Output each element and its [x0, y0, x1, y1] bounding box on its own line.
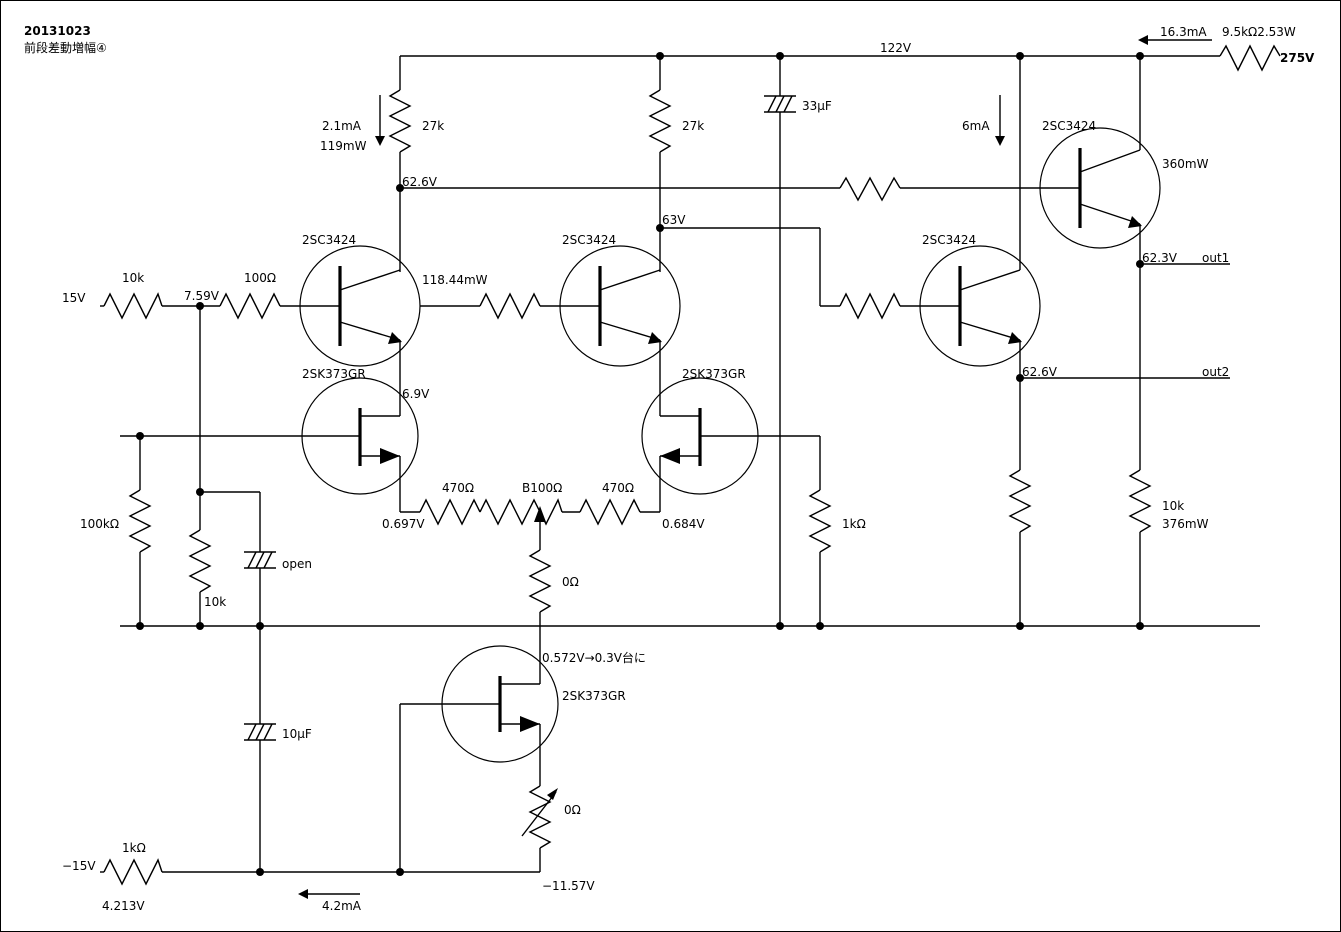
- label-11-57v: −11.57V: [542, 879, 595, 893]
- label-1k-j2: 1kΩ: [842, 517, 866, 531]
- label-open: open: [282, 557, 312, 571]
- label-376mw: 376mW: [1162, 517, 1209, 531]
- label-minus15v: −15V: [62, 859, 96, 873]
- label-62-6v-a: 62.6V: [402, 175, 438, 189]
- label-0ohm-b: 0Ω: [564, 803, 581, 817]
- label-100k: 100kΩ: [80, 517, 119, 531]
- label-q2-type: 2SC3424: [562, 233, 616, 247]
- label-16-3ma: 16.3mA: [1160, 25, 1207, 39]
- resistor-470-left: [400, 498, 481, 526]
- label-100ohm: 100Ω: [244, 271, 276, 285]
- label-7-59v: 7.59V: [184, 289, 220, 303]
- transistor-q4: [1039, 56, 1230, 470]
- label-4-2ma: 4.2mA: [322, 899, 362, 913]
- wire-63v-to-q3: [660, 227, 960, 320]
- capacitor-10uf: [244, 626, 276, 872]
- rail-minus15v: [100, 858, 540, 886]
- label-33uf: 33μF: [802, 99, 832, 113]
- jfet-j2: [641, 377, 820, 512]
- label-10k-input: 10k: [122, 271, 144, 285]
- current-arrow-16-3ma: [1138, 35, 1212, 45]
- label-119mw: 119mW: [320, 139, 367, 153]
- resistor-470-right: [562, 498, 660, 526]
- label-360mw: 360mW: [1162, 157, 1209, 171]
- rail-122v: [400, 52, 1220, 60]
- label-4-213v: 4.213V: [102, 899, 145, 913]
- label-q1-type: 2SC3424: [302, 233, 356, 247]
- label-10k-q4: 10k: [1162, 499, 1184, 513]
- label-q1-power: 118.44mW: [422, 273, 488, 287]
- resistor-10k-q4: [1128, 469, 1152, 626]
- resistor-100k: [128, 436, 152, 626]
- resistor-10k-input: [100, 292, 220, 320]
- resistor-q1-q2-link: [420, 292, 600, 320]
- capacitor-open: [200, 491, 276, 626]
- resistor-27k-left: [388, 56, 412, 272]
- label-6-9v: 6.9V: [402, 387, 430, 401]
- label-0-697v: 0.697V: [382, 517, 425, 531]
- label-q4-type: 2SC3424: [1042, 119, 1096, 133]
- resistor-27k-right: [648, 56, 672, 272]
- transistor-q2: [559, 245, 681, 400]
- label-0-572v: 0.572V→0.3V台に: [542, 650, 646, 665]
- label-62-6v-b: 62.6V: [1022, 365, 1058, 379]
- label-q3-type: 2SC3424: [922, 233, 976, 247]
- label-10k-bias: 10k: [204, 595, 226, 609]
- label-275v: 275V: [1280, 51, 1315, 65]
- label-27k-left: 27k: [422, 119, 444, 133]
- current-arrow-4-2ma: [298, 889, 360, 899]
- label-out1: out1: [1202, 251, 1229, 265]
- label-470-left: 470Ω: [442, 481, 474, 495]
- ground-rail: [120, 622, 1260, 630]
- label-6ma: 6mA: [962, 119, 990, 133]
- resistor-q3-emitter: [1008, 469, 1032, 626]
- label-27k-right: 27k: [682, 119, 704, 133]
- resistor-0ohm-a: [528, 549, 552, 676]
- label-1k-minus: 1kΩ: [122, 841, 146, 855]
- resistor-1k-j2: [808, 436, 832, 626]
- diagram-title: 20131023: [24, 24, 91, 38]
- current-arrow-2-1ma: [375, 95, 385, 146]
- label-out2: out2: [1202, 365, 1229, 379]
- capacitor-33uf: [764, 56, 796, 626]
- label-2-1ma: 2.1mA: [322, 119, 362, 133]
- pot-b100: [479, 498, 563, 550]
- label-122v: 122V: [880, 41, 912, 55]
- label-62-3v: 62.3V: [1142, 251, 1178, 265]
- jfet-j3: [399, 645, 559, 872]
- label-b100: B100Ω: [522, 481, 562, 495]
- resistor-9k5: [1219, 44, 1281, 72]
- diagram-subtitle: 前段差動増幅④: [24, 40, 107, 55]
- jfet-j1: [120, 377, 419, 512]
- label-63v: 63V: [662, 213, 686, 227]
- label-j1-type: 2SK373GR: [302, 367, 366, 381]
- label-470-right: 470Ω: [602, 481, 634, 495]
- label-j3-type: 2SK373GR: [562, 689, 626, 703]
- transistor-q3: [919, 56, 1230, 470]
- label-0-684v: 0.684V: [662, 517, 705, 531]
- label-15v: 15V: [62, 291, 86, 305]
- wire-to-q4-base: [400, 176, 1080, 202]
- resistor-100ohm: [219, 292, 340, 320]
- resistor-10k-bias: [188, 306, 212, 626]
- label-9k5-2-53w: 9.5kΩ2.53W: [1222, 25, 1296, 39]
- label-0ohm-a: 0Ω: [562, 575, 579, 589]
- label-10uf: 10μF: [282, 727, 312, 741]
- current-arrow-6ma: [995, 95, 1005, 146]
- resistor-0ohm-var: [521, 785, 558, 872]
- label-j2-type: 2SK373GR: [682, 367, 746, 381]
